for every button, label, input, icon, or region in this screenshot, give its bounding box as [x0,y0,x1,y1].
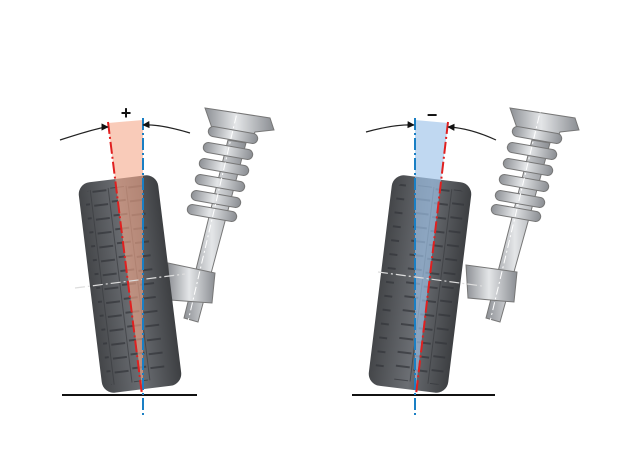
camber-sign: + [121,103,132,123]
angle-arrow-right [142,121,191,134]
negative-camber-panel: − [352,99,580,416]
coil-spring [186,126,259,222]
strut-assembly [465,99,580,331]
knuckle-bracket [465,264,518,303]
angle-arrow-left [365,121,415,133]
strut-assembly [167,99,275,331]
angle-arrow-right [447,123,497,141]
camber-sign: − [427,105,438,125]
angle-arrow-left [59,123,109,141]
wheel-center-line [415,121,449,396]
strut-axis [185,99,241,331]
positive-camber-panel: + [59,99,275,416]
hub-axis [74,273,186,289]
wheel-center-line [107,121,143,396]
strut-axis [487,99,544,331]
